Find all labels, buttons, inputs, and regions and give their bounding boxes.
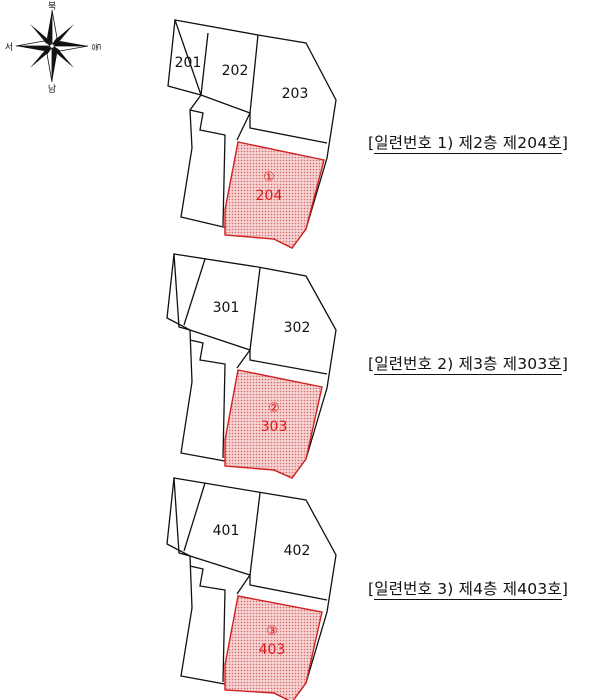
caption-floor-3-open-bracket: [	[368, 355, 375, 373]
unit-204-highlight	[224, 141, 325, 249]
room-label-401: 401	[213, 523, 240, 539]
floor-plan-4: 401 402 ③ 403	[166, 477, 337, 700]
compass-west-label: 서	[5, 42, 13, 53]
caption-floor-2: [일련번호 1) 제2층 제204호]	[368, 131, 569, 154]
room-label-202: 202	[222, 63, 249, 79]
room-label-302: 302	[284, 320, 311, 336]
room-label-402: 402	[284, 543, 311, 559]
highlight-marker-1: ①	[263, 170, 275, 185]
compass-east-label: 동	[90, 43, 101, 51]
compass-rose-icon: 북 남 서 동	[5, 1, 101, 95]
compass-south-label: 남	[48, 84, 56, 95]
highlight-unit-403: 403	[259, 642, 286, 658]
room-label-203: 203	[282, 86, 309, 102]
highlight-unit-204: 204	[256, 188, 283, 204]
floor-plan-3: 301 302 ② 303	[166, 253, 337, 479]
caption-floor-2-close-bracket: ]	[561, 134, 569, 152]
caption-floor-2-text: 일련번호 1) 제2층 제204호	[374, 134, 562, 154]
unit-403-highlight	[224, 595, 323, 700]
caption-floor-3: [일련번호 2) 제3층 제303호]	[368, 352, 569, 375]
highlight-marker-3: ③	[266, 624, 278, 639]
caption-floor-4-open-bracket: [	[368, 580, 375, 598]
caption-floor-4-close-bracket: ]	[561, 580, 569, 598]
caption-floor-3-text: 일련번호 2) 제3층 제303호	[374, 355, 562, 375]
caption-floor-3-close-bracket: ]	[561, 355, 569, 373]
floor-plan-2: 201 202 203 ① 204	[167, 19, 337, 249]
caption-floor-2-open-bracket: [	[368, 134, 375, 152]
highlight-marker-2: ②	[268, 401, 280, 416]
room-label-201: 201	[175, 55, 202, 71]
highlight-unit-303: 303	[261, 419, 288, 435]
caption-floor-4-text: 일련번호 3) 제4층 제403호	[374, 580, 562, 600]
unit-303-highlight	[224, 369, 323, 479]
caption-floor-4: [일련번호 3) 제4층 제403호]	[368, 577, 569, 600]
compass-north-label: 북	[48, 1, 56, 12]
room-label-301: 301	[213, 300, 240, 316]
